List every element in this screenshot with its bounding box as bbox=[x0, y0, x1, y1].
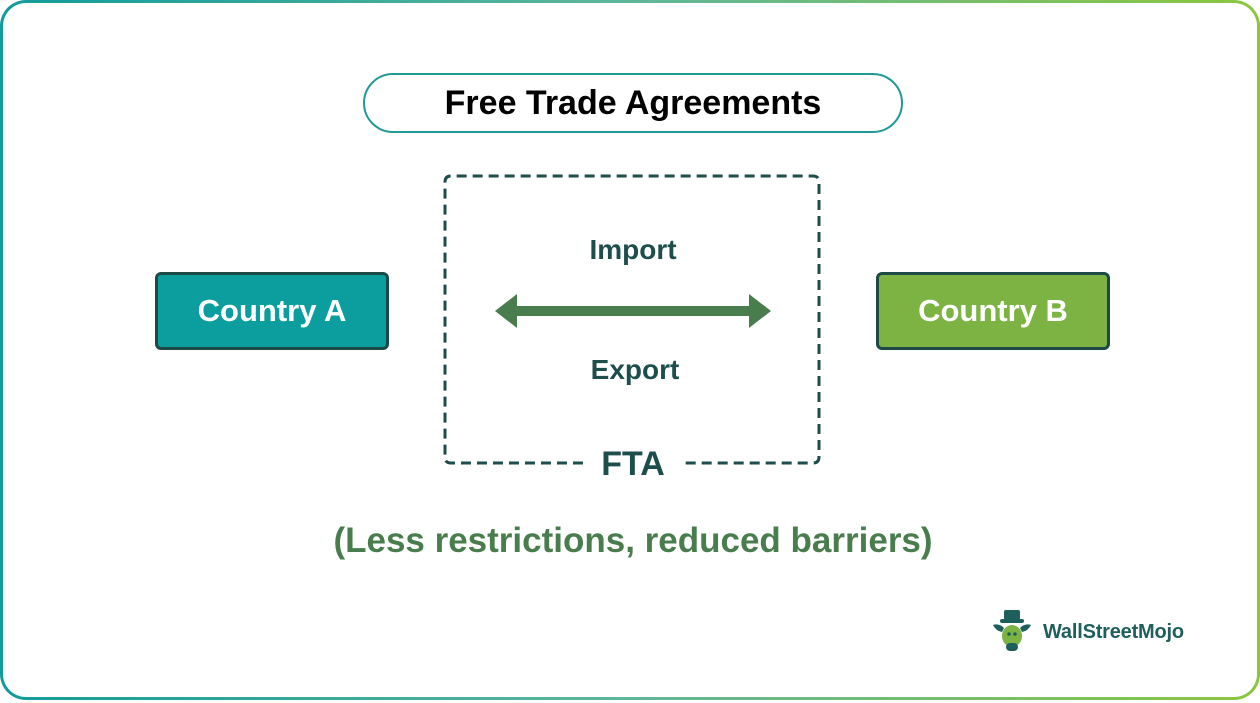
country-a-box: Country A bbox=[155, 272, 389, 350]
brand-logo: WallStreetMojo bbox=[989, 609, 1184, 655]
brand-logo-text: WallStreetMojo bbox=[1043, 620, 1184, 643]
country-b-box: Country B bbox=[876, 272, 1110, 350]
diagram-canvas: Free Trade Agreements Country A Country … bbox=[3, 3, 1257, 697]
fta-dashed-border bbox=[443, 174, 821, 465]
caption-text: (Less restrictions, reduced barriers) bbox=[333, 521, 933, 560]
diagram-title: Free Trade Agreements bbox=[363, 73, 903, 133]
export-label: Export bbox=[590, 354, 680, 385]
fta-label: FTA bbox=[583, 445, 683, 484]
double-arrow-icon bbox=[495, 294, 771, 328]
bull-mascot-icon bbox=[993, 610, 1031, 651]
import-label: Import bbox=[589, 234, 677, 265]
